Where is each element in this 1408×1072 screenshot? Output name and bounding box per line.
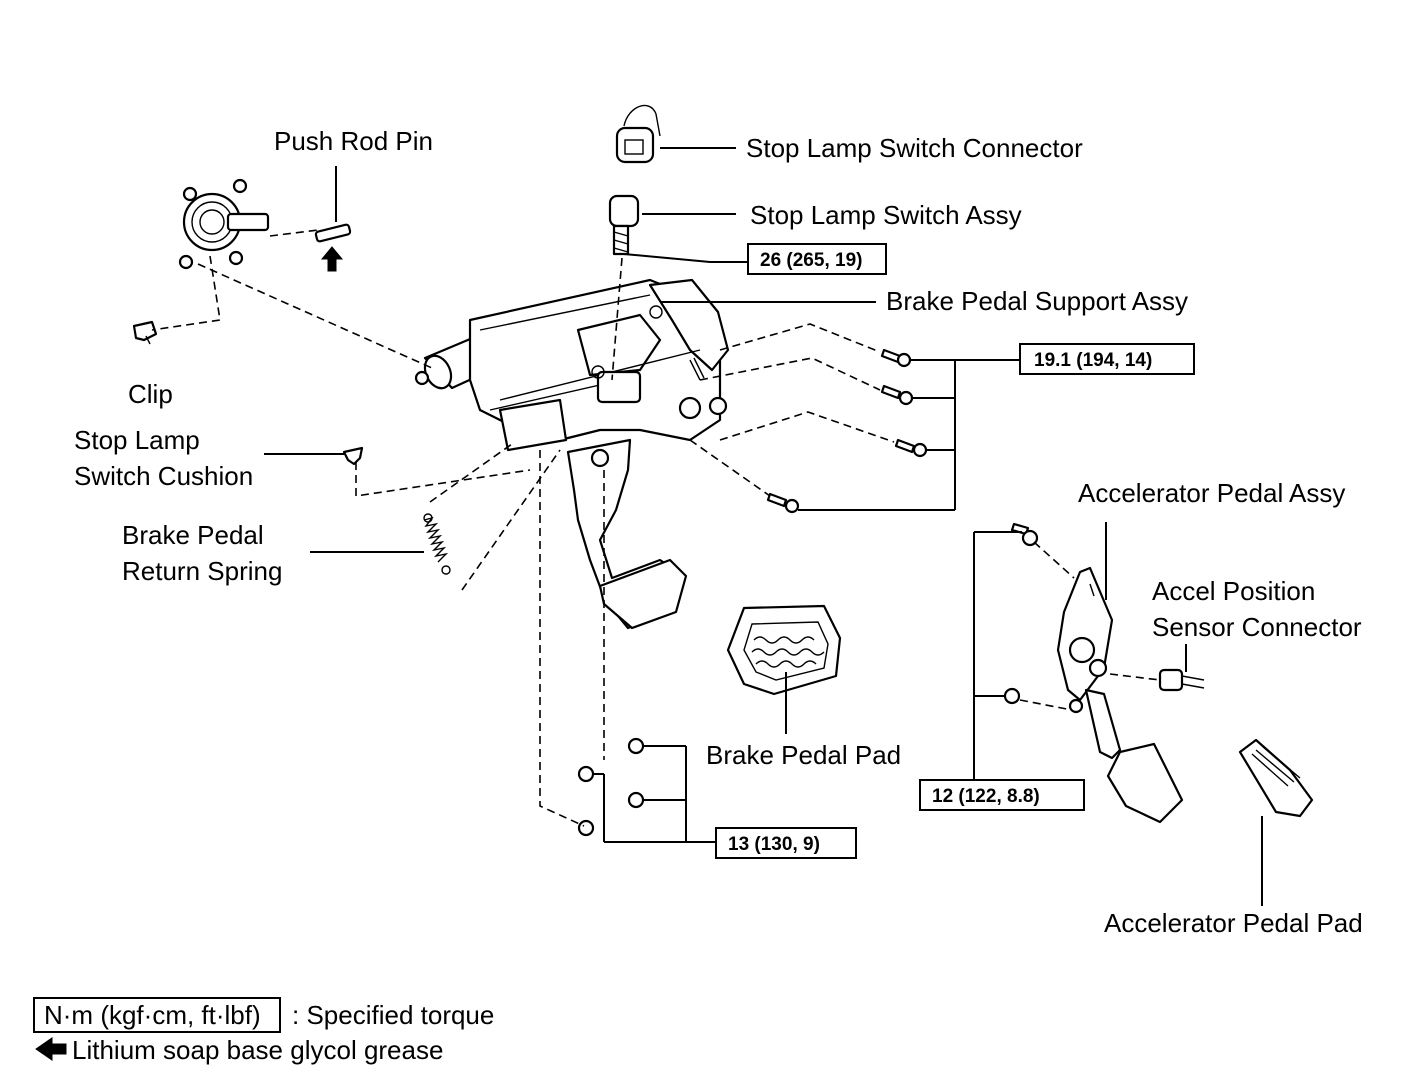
label-brake-pedal-support-assy: Brake Pedal Support Assy (886, 286, 1188, 316)
push-rod-pin (314, 223, 352, 243)
label-return-spring-line2: Return Spring (122, 556, 282, 586)
legend: N·m (kgf·cm, ft·lbf) : Specified torque … (33, 997, 494, 1065)
accelerator-pedal-pad-part (1238, 738, 1314, 818)
label-accel-sensor-connector-line1: Accel Position (1152, 576, 1315, 606)
leader-lines (264, 147, 1263, 906)
label-accelerator-pedal-pad: Accelerator Pedal Pad (1104, 908, 1363, 938)
legend-unit-box-text: N·m (kgf·cm, ft·lbf) (44, 1000, 261, 1030)
label-stop-lamp-switch-connector: Stop Lamp Switch Connector (746, 133, 1083, 163)
svg-text:26 (265, 19): 26 (265, 19) (760, 250, 862, 271)
stop-lamp-switch-cushion-part (342, 446, 364, 466)
label-accelerator-pedal-assy: Accelerator Pedal Assy (1078, 478, 1345, 508)
brake-booster (178, 178, 270, 270)
label-accel-sensor-connector-line2: Sensor Connector (1152, 612, 1362, 642)
accelerator-nut (1003, 687, 1021, 705)
support-bolt-3 (894, 438, 928, 458)
accelerator-pedal-part (1056, 566, 1184, 824)
pedal-nut-4 (577, 819, 595, 837)
label-brake-pedal-pad: Brake Pedal Pad (706, 740, 901, 770)
pedal-nut-1 (627, 737, 645, 755)
legend-specified-torque: : Specified torque (292, 1000, 494, 1030)
brake-pedal-arm-part (566, 438, 688, 630)
torque-box-accelerator: 12 (122, 8.8) (919, 779, 1085, 811)
svg-text:19.1 (194, 14): 19.1 (194, 14) (1034, 350, 1152, 371)
return-spring-part (423, 513, 451, 575)
label-stop-lamp-switch-assy: Stop Lamp Switch Assy (750, 200, 1022, 230)
brake-pedal-support-part (414, 278, 730, 452)
support-bolt-1 (880, 348, 912, 368)
label-return-spring-line1: Brake Pedal (122, 520, 264, 550)
clip-part (132, 320, 158, 345)
torque-box-support-bolts: 19.1 (194, 14) (1019, 343, 1195, 375)
legend-grease-arrow-icon (35, 1037, 67, 1061)
torque-box-pedal-nuts: 13 (130, 9) (715, 827, 857, 859)
support-bolt-4 (766, 492, 800, 514)
label-stop-lamp-switch-cushion-line1: Stop Lamp (74, 425, 200, 455)
pedal-nut-2 (577, 765, 595, 783)
assembly-lines (151, 229, 1161, 827)
support-bolt-2 (880, 384, 914, 406)
label-clip: Clip (128, 379, 173, 409)
accelerator-bolt (1010, 522, 1039, 547)
grease-arrow-icon (320, 246, 344, 272)
svg-text:13 (130, 9): 13 (130, 9) (728, 834, 820, 855)
legend-unit-box (33, 997, 281, 1033)
stop-lamp-switch-part (608, 194, 640, 256)
pedal-nut-3 (627, 791, 645, 809)
stop-lamp-switch-connector-part (615, 104, 661, 164)
brake-pedal-pad-part (726, 604, 842, 696)
label-push-rod-pin: Push Rod Pin (274, 126, 433, 156)
legend-grease-text: Lithium soap base glycol grease (72, 1035, 443, 1065)
label-stop-lamp-switch-cushion-line2: Switch Cushion (74, 461, 253, 491)
torque-box-stop-lamp-switch: 26 (265, 19) (747, 243, 887, 275)
svg-text:12 (122, 8.8): 12 (122, 8.8) (932, 786, 1040, 807)
accel-sensor-connector-part (1158, 668, 1205, 692)
